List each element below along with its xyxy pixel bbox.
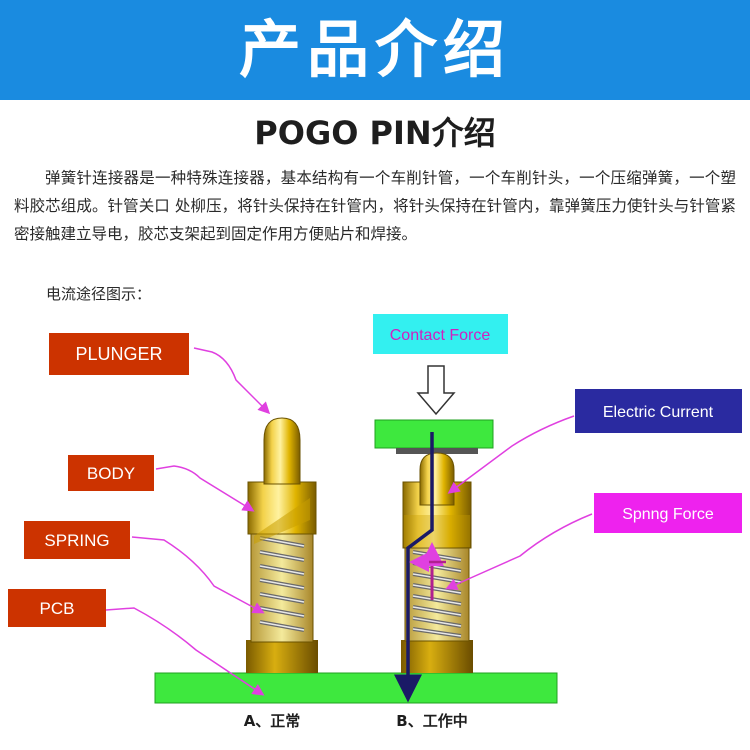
svg-text:PLUNGER: PLUNGER: [75, 344, 162, 364]
label-pcb: PCB: [8, 589, 106, 627]
left-leader-lines: [105, 347, 271, 696]
diagram-caption: 电流途径图示：: [46, 285, 152, 303]
pogo-pin-diagram: PLUNGER BODY SPRING PCB Contact Force El…: [8, 314, 742, 730]
svg-text:SPRING: SPRING: [44, 531, 109, 550]
header-banner: [0, 0, 750, 100]
label-body: BODY: [68, 455, 154, 491]
electric-current-arrow: [394, 432, 434, 703]
right-leader-lines: [445, 415, 593, 590]
contact-plate: [374, 419, 494, 449]
pogo-pin-working: [374, 419, 494, 703]
label-spring-force: Spnng Force: [594, 493, 742, 533]
label-contact-force: Contact Force: [373, 314, 508, 354]
pogo-pin-normal: [246, 417, 318, 673]
svg-text:BODY: BODY: [87, 464, 135, 483]
svg-text:Contact Force: Contact Force: [390, 327, 491, 344]
pcb-board: [154, 672, 558, 704]
section-title: POGO PIN介绍: [254, 114, 496, 152]
state-normal-label: A、正常: [244, 712, 301, 730]
contact-force-arrow: [416, 365, 456, 416]
label-electric-current: Electric Current: [575, 389, 742, 433]
svg-text:Spnng Force: Spnng Force: [622, 506, 714, 523]
state-working-label: B、工作中: [396, 712, 467, 730]
svg-text:Electric Current: Electric Current: [603, 404, 714, 421]
svg-text:PCB: PCB: [40, 599, 75, 618]
label-spring: SPRING: [24, 521, 130, 559]
label-plunger: PLUNGER: [49, 333, 189, 375]
page-title: 产品介绍: [238, 13, 511, 86]
product-description: 弹簧针连接器是一种特殊连接器，基本结构有一个车削针管，一个车削针头，一个压缩弹簧…: [14, 169, 736, 243]
